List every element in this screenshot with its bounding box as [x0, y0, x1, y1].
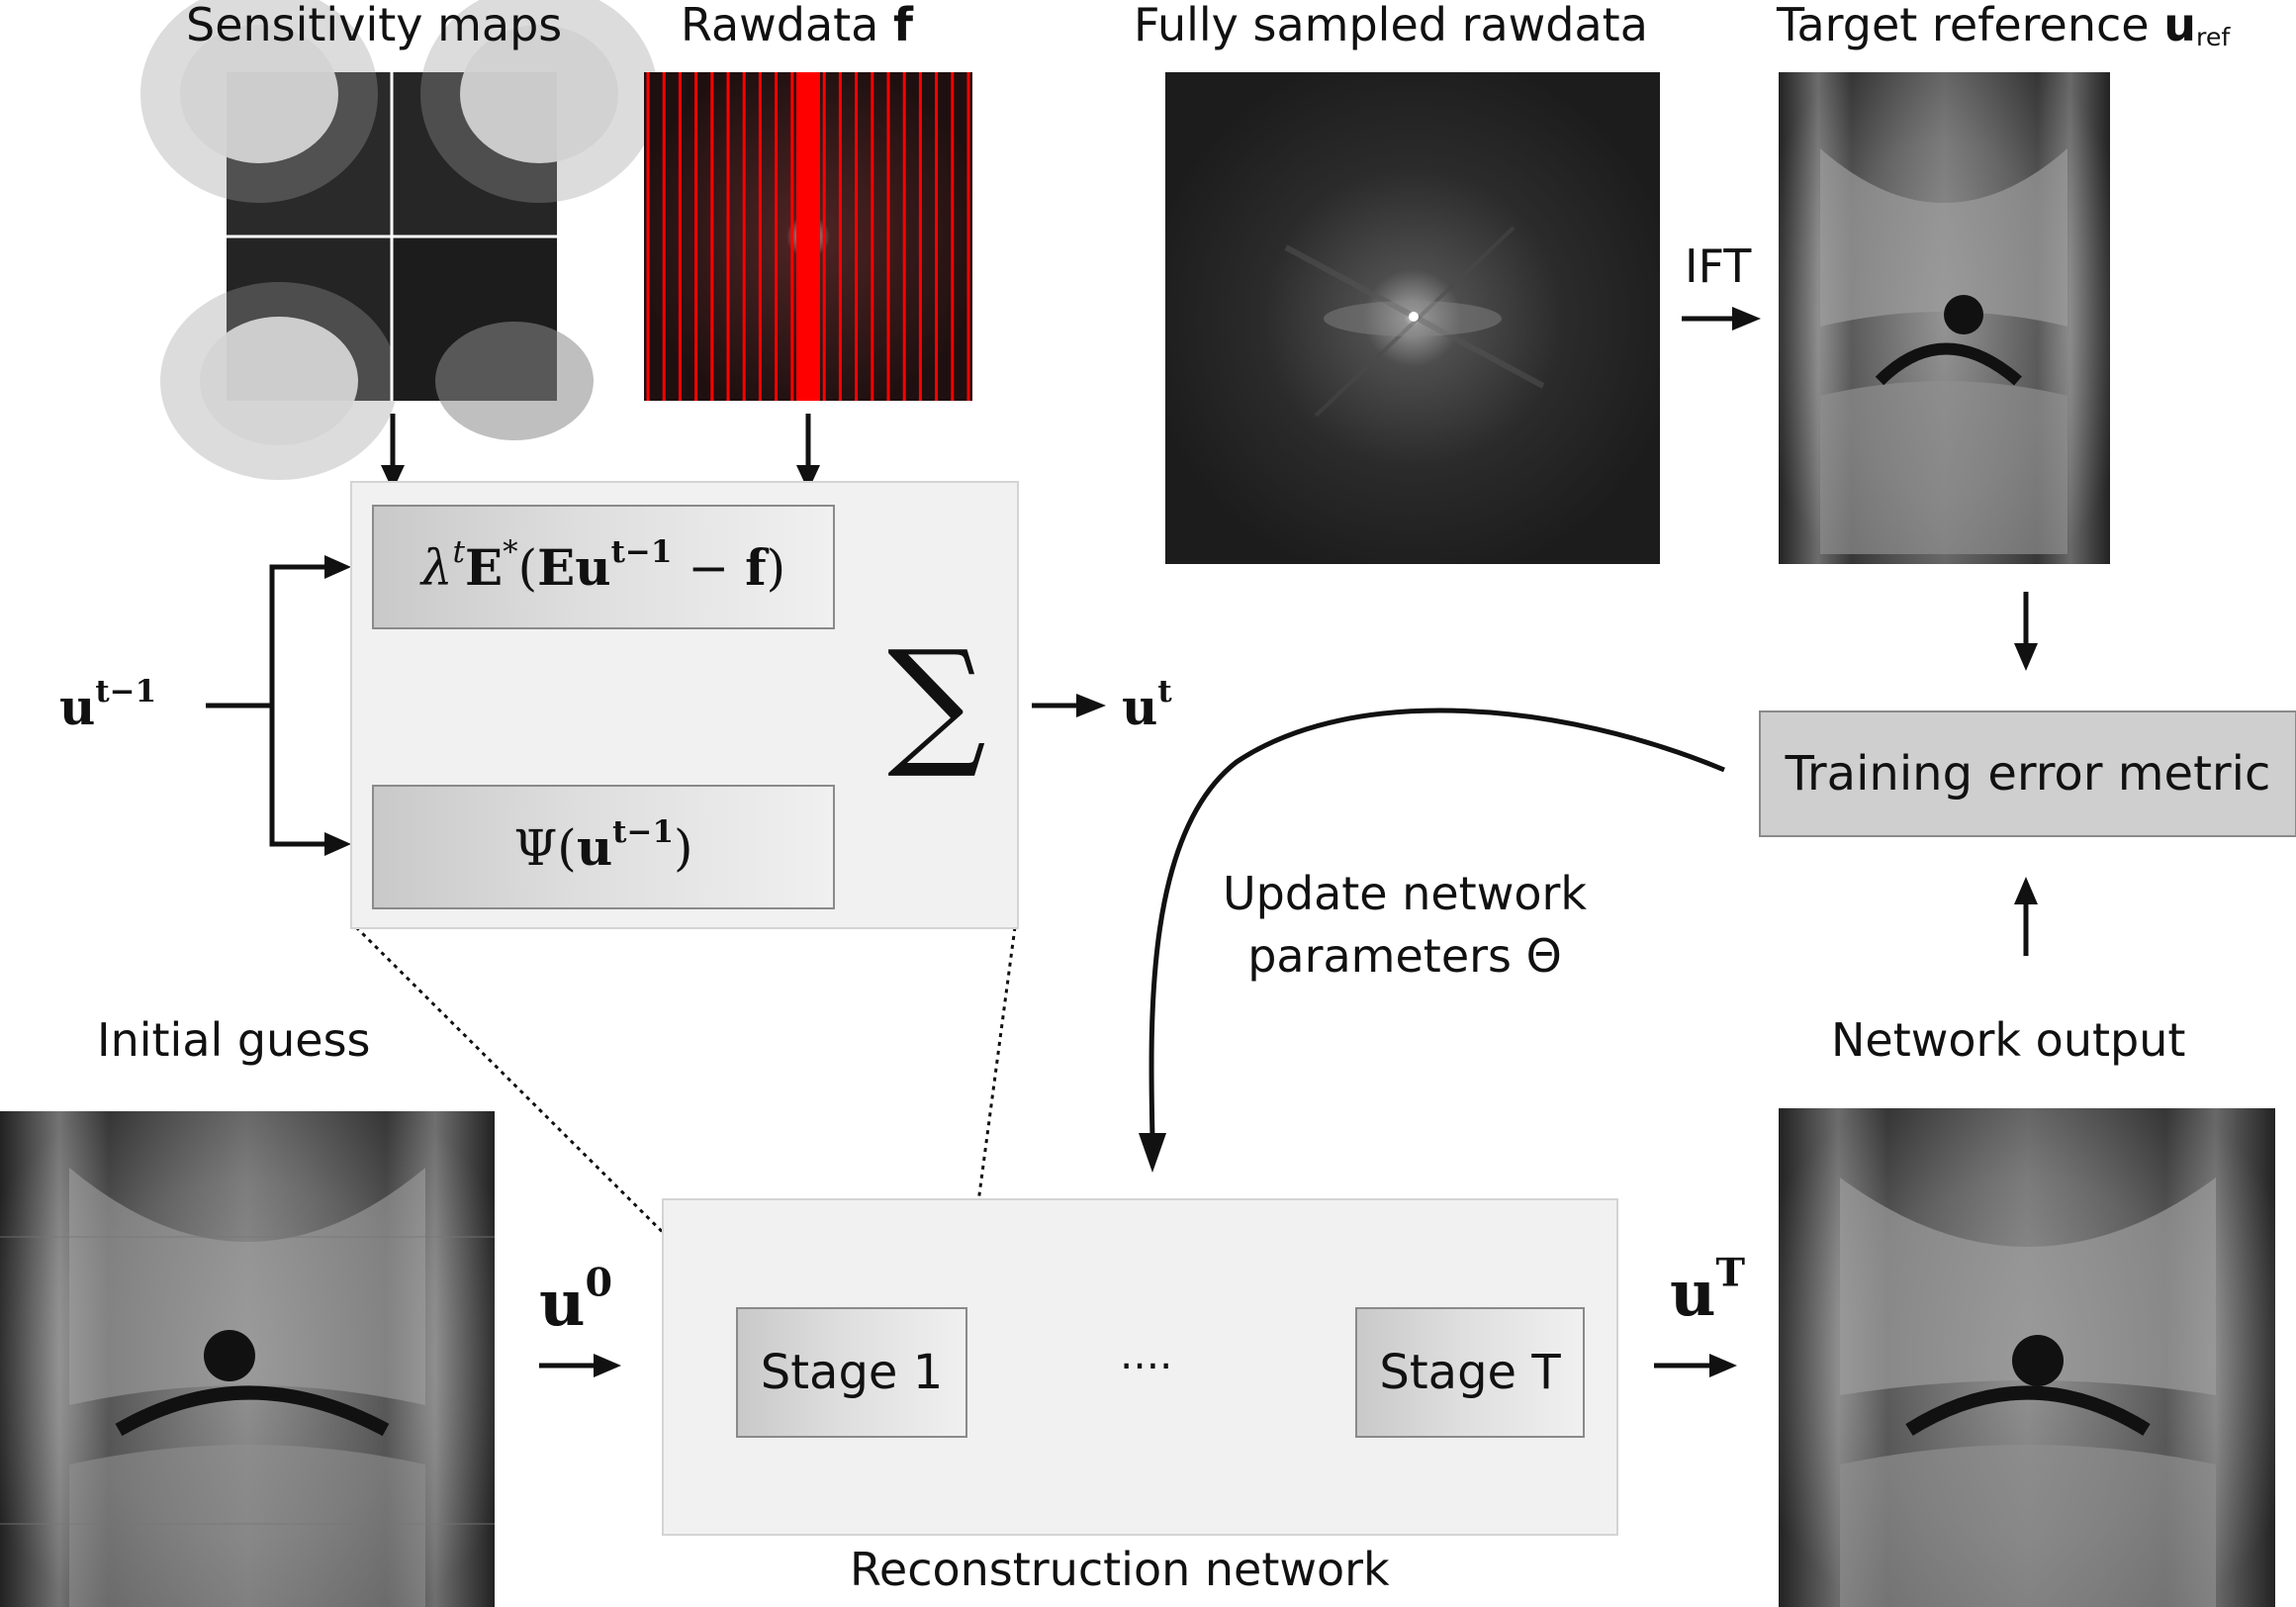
input-split-connector	[206, 564, 326, 709]
stage-t-label: Stage T	[1379, 1345, 1561, 1400]
fully-sampled-rawdata-image	[1165, 72, 1660, 564]
sampling-lines	[646, 72, 970, 401]
fully-sampled-title: Fully sampled rawdata	[1134, 0, 1648, 51]
update-feedback-curve	[1148, 708, 1725, 1139]
target-reference-title: Target reference uref	[1777, 0, 2231, 52]
reconstruction-network-title: Reconstruction network	[850, 1543, 1390, 1596]
input-split-connector-lower	[269, 706, 326, 847]
regularizer-term: Ψ(ut−1)	[513, 813, 693, 877]
rawdata-title: Rawdata f	[681, 0, 914, 51]
u-t-output: ut	[1122, 673, 1172, 736]
u-0-label: u0	[539, 1260, 613, 1341]
sum-symbol: ∑	[887, 621, 986, 783]
stage-1-label: Stage 1	[760, 1345, 944, 1400]
ift-label: IFT	[1685, 239, 1752, 293]
network-output-image	[1779, 1108, 2275, 1607]
rawdata-image	[644, 72, 972, 401]
network-output-title: Network output	[1831, 1013, 2186, 1067]
training-error-metric-box: Training error metric	[1759, 710, 2296, 837]
center-sampling-band	[796, 72, 820, 401]
stage-t-box: Stage T	[1355, 1307, 1585, 1438]
sensitivity-maps-title: Sensitivity maps	[186, 0, 563, 51]
training-error-metric-label: Training error metric	[1785, 746, 2271, 802]
target-reference-image	[1779, 72, 2110, 564]
data-consistency-term: λtE*(Eut−1 − f)	[420, 533, 786, 597]
sensitivity-maps-image	[140, 0, 658, 480]
update-parameters-label: Update network parameters Θ	[1223, 867, 1588, 983]
u-T-label: uT	[1670, 1250, 1746, 1331]
ellipsis: ····	[1120, 1342, 1173, 1390]
zoom-line-right	[963, 926, 1017, 1307]
aliasing-streaks	[0, 1236, 495, 1525]
u-t-minus-1-input: ut−1	[59, 673, 157, 736]
initial-guess-title: Initial guess	[97, 1013, 371, 1067]
regularizer-term-box: Ψ(ut−1)	[372, 785, 835, 909]
data-consistency-term-box: λtE*(Eut−1 − f)	[372, 505, 835, 629]
initial-guess-image	[0, 1111, 495, 1607]
stage-1-box: Stage 1	[736, 1307, 967, 1438]
